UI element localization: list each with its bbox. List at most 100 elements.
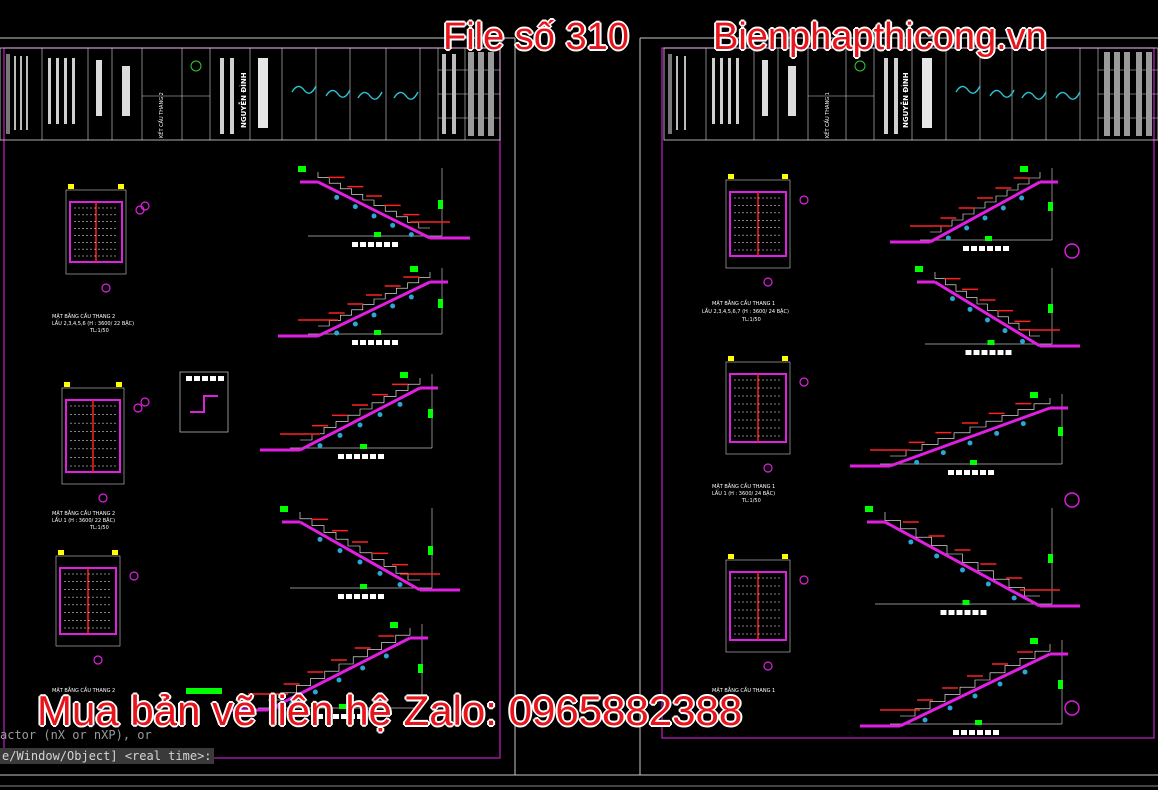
level-marker [987, 340, 995, 345]
axis-tag [64, 382, 70, 387]
axis-tag [782, 356, 788, 361]
dimension-tag [1005, 350, 1012, 355]
stair-slab [899, 652, 1051, 728]
level-marker [915, 266, 923, 272]
rebar-node [337, 548, 343, 554]
dimension-tag [980, 470, 986, 475]
dimension-tag [392, 340, 398, 345]
dimension-tag [360, 242, 366, 247]
rebar-node [997, 681, 1003, 687]
plan-sub-right-1: LẦU 2,3,4,5,6,7 (H : 3600/ 24 BẬC) [702, 307, 789, 315]
drawing-sheet-right[interactable] [661, 47, 1158, 739]
dimension-tag [985, 730, 991, 735]
rebar-node [352, 204, 358, 210]
axis-tag [58, 550, 64, 555]
level-marker [1030, 392, 1038, 398]
section-callout [1064, 700, 1080, 716]
dimension-tag [346, 594, 352, 599]
rebar-node [1020, 421, 1026, 427]
dimension-tag [186, 376, 192, 381]
section-callout [101, 283, 111, 293]
dimension-tag [964, 610, 971, 615]
dimension-tag [352, 242, 358, 247]
rebar-node [337, 432, 343, 438]
rebar-node [390, 303, 396, 309]
axis-tag [68, 184, 74, 189]
stair-steps [300, 378, 421, 441]
dimension-tag [956, 610, 963, 615]
plan-outline [65, 189, 127, 275]
level-marker [428, 546, 433, 555]
dimension-tag [997, 350, 1004, 355]
dimension-tag [964, 470, 970, 475]
rebar-node [371, 213, 377, 219]
section-callout [98, 493, 108, 503]
rebar-node [334, 330, 340, 336]
stair-steps [934, 272, 1040, 337]
dimension-tag [194, 376, 200, 381]
rebar-node [352, 321, 358, 327]
rebar-node [967, 440, 973, 446]
dimension-tag [352, 340, 358, 345]
rebar-node [408, 232, 414, 238]
rebar-node [377, 570, 383, 576]
plan-label-left-3: MẶT BẰNG CẦU THANG 2 [52, 686, 115, 694]
stair-steps [268, 628, 411, 701]
stair-slab [317, 180, 431, 240]
rebar-node [908, 539, 914, 545]
stair-steps [318, 272, 431, 327]
axis-tag [728, 356, 734, 361]
dimension-tag [971, 246, 977, 251]
dimension-tag [973, 350, 980, 355]
level-marker [1048, 202, 1053, 211]
section-callout [799, 575, 809, 585]
dimension-tag [980, 610, 987, 615]
rebar-node [1000, 205, 1006, 211]
plan-sub-left-2: LẦU 1 (H : 3600/ 22 BẬC) [52, 516, 115, 524]
rebar-node [397, 582, 403, 588]
plan-sub-right-2: LẦU 1 (H : 3600/ 24 BẬC) [712, 489, 775, 497]
stair-slab [299, 386, 421, 452]
command-history: actor (nX or nXP), or [0, 728, 152, 742]
rebar-node [940, 450, 946, 456]
rebar-node [994, 430, 1000, 436]
stair-slab [884, 520, 1041, 608]
rebar-node [383, 653, 389, 659]
plan-outline [725, 559, 791, 653]
dimension-tag [989, 350, 996, 355]
dimension-tag [317, 714, 323, 719]
title-block-cells [668, 48, 1158, 140]
level-marker [400, 372, 408, 378]
axis-tag [118, 184, 124, 189]
section-callout [763, 277, 773, 287]
dimension-tag [948, 470, 954, 475]
rebar-node [985, 317, 990, 323]
section-callout [93, 655, 103, 665]
dimension-tag [963, 246, 969, 251]
dimension-tag [961, 730, 967, 735]
level-marker [1020, 166, 1028, 172]
command-prompt[interactable]: e/Window/Object] <real time>: [0, 748, 214, 764]
dimension-tag [376, 242, 382, 247]
rebar-node [934, 553, 940, 559]
section-callout [1064, 243, 1080, 259]
rebar-node [1019, 195, 1025, 201]
dimension-tag [357, 714, 363, 719]
dimension-tag [341, 714, 347, 719]
level-marker [339, 704, 346, 709]
dimension-tag [981, 350, 988, 355]
level-marker [374, 330, 381, 335]
plan-label-left-1: MẶT BẰNG CẦU THANG 2 [52, 312, 115, 320]
axis-tag [728, 174, 734, 179]
sheet-border [3, 47, 501, 759]
level-marker [374, 232, 381, 237]
dimension-tag [953, 730, 959, 735]
dimension-tag [384, 340, 390, 345]
dimension-tag [987, 246, 993, 251]
rebar-node [1011, 595, 1017, 601]
plan-outline [55, 555, 121, 647]
plan-label-right-2: MẶT BẰNG CẦU THANG 1 [712, 482, 775, 490]
rebar-node [1020, 338, 1025, 344]
drawing-sheet-left[interactable] [0, 47, 501, 759]
